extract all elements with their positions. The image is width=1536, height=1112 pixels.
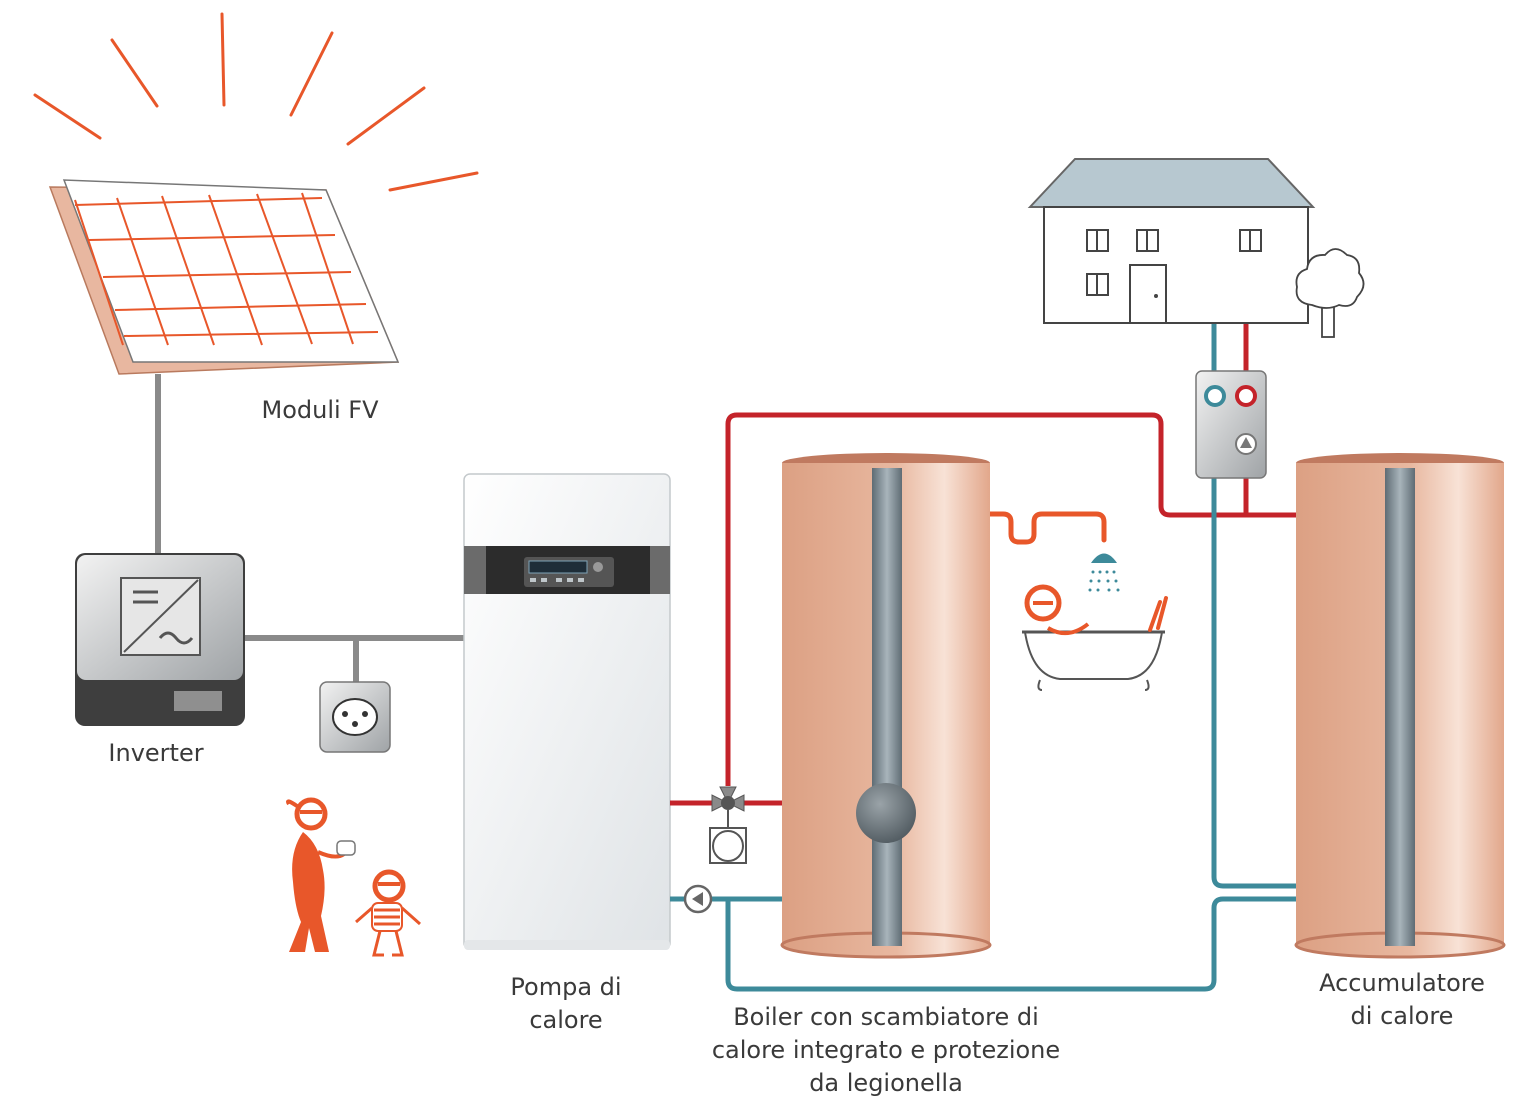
heat-storage-tank-icon — [1294, 453, 1506, 959]
sun-rays-icon — [33, 12, 479, 192]
heat-pump-icon — [463, 473, 671, 950]
boiler-label: Boiler con scambiatore di calore integra… — [711, 1003, 1061, 1097]
heat-storage-label: Accumulatore di calore — [1319, 969, 1485, 1030]
return-pipes — [670, 323, 1300, 992]
solar-panel-icon — [48, 179, 400, 375]
pv-modules-label: Moduli FV — [261, 396, 379, 424]
heat-pump-label: Pompa di calore — [510, 973, 622, 1034]
house-icon — [1027, 158, 1316, 324]
mixing-valve-icon — [709, 786, 747, 864]
inverter-label: Inverter — [108, 739, 204, 767]
boiler-tank-icon — [780, 453, 992, 959]
pump-icon — [683, 884, 713, 914]
family-figures-icon — [286, 797, 421, 957]
bathtub-icon — [1022, 584, 1168, 691]
socket-icon — [319, 681, 391, 753]
control-unit-icon — [1195, 370, 1267, 479]
hot-water-line — [987, 511, 1107, 545]
inverter-icon — [75, 553, 245, 726]
electric-cables — [155, 374, 465, 684]
tree-icon — [1295, 248, 1365, 338]
shower-icon — [1088, 553, 1120, 592]
